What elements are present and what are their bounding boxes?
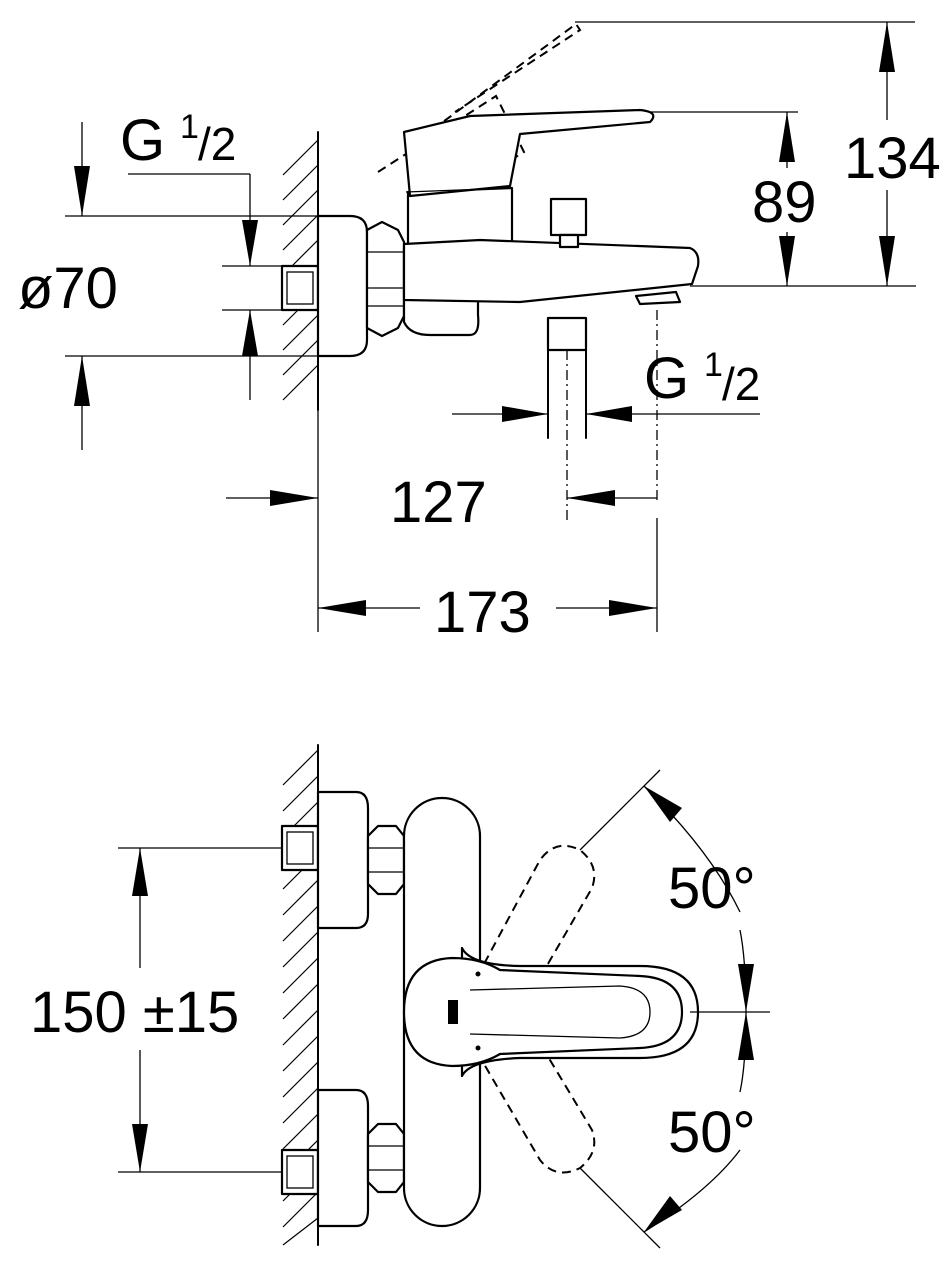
mixer-body — [402, 108, 700, 337]
upper-connection — [280, 790, 406, 930]
angle-upper: 50° — [643, 785, 756, 1013]
dim-134: 134 — [840, 22, 941, 286]
dim-173: 173 — [318, 580, 657, 645]
lower-connection — [280, 1088, 406, 1228]
dim-134-label: 134 — [844, 126, 941, 191]
dim-89-label: 89 — [752, 170, 817, 235]
thread-outlet-denominator: /2 — [722, 358, 760, 410]
outlet-nozzle — [634, 290, 682, 306]
dim-89: 89 — [750, 112, 826, 286]
dim-173-label: 173 — [434, 580, 531, 645]
wall-rosette — [316, 214, 369, 358]
thread-outlet-letter: G — [644, 346, 689, 411]
thread-outlet-numerator: 1 — [704, 346, 723, 384]
dim-150: 150 ±15 — [30, 847, 282, 1173]
hex-nut — [365, 220, 406, 338]
thread-inlet: G 1 /2 — [120, 108, 258, 400]
side-view: 134 89 G 1 /2 — [18, 21, 941, 645]
angle-upper-label: 50° — [668, 856, 756, 921]
dim-diameter-70: ø70 — [18, 122, 318, 450]
hose-connection — [546, 316, 588, 520]
front-view: 50° 50° 150 ±15 — [30, 744, 770, 1249]
angle-lower-label: 50° — [668, 1100, 756, 1165]
angle-lower: 50° — [643, 1011, 756, 1233]
inlet-fitting — [280, 264, 320, 312]
diverter-knob — [549, 197, 588, 249]
thread-outlet: G 1 /2 — [452, 346, 760, 422]
thread-inlet-numerator: 1 — [180, 108, 199, 146]
thread-inlet-letter: G — [120, 108, 165, 173]
dim-127: 127 — [226, 470, 657, 535]
lever-front — [402, 946, 700, 1078]
thread-inlet-denominator: /2 — [198, 118, 236, 170]
dim-127-label: 127 — [390, 470, 487, 535]
dim-diameter-70-label: ø70 — [18, 256, 118, 321]
dim-150-label: 150 ±15 — [30, 980, 239, 1045]
